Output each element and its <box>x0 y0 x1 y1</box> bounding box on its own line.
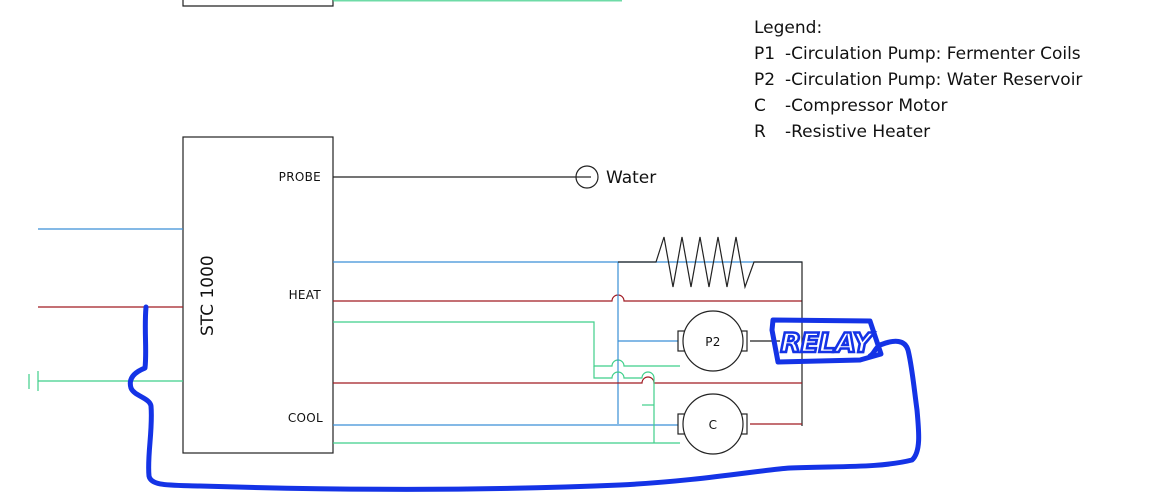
terminal-probe-label: PROBE <box>279 170 321 184</box>
stc1000-box <box>182 136 334 454</box>
legend-text-p2: -Circulation Pump: Water Reservoir <box>785 70 1082 90</box>
terminal-heat-label: HEAT <box>289 288 322 302</box>
controller-name: STC 1000 <box>198 255 218 336</box>
legend-text-p1: -Circulation Pump: Fermenter Coils <box>785 44 1081 64</box>
legend-code-c: C <box>754 96 766 116</box>
heat-red-wire <box>333 294 802 302</box>
relay-annotation-text: RELAY <box>780 328 874 359</box>
hand-drawn-relay-box <box>769 317 884 365</box>
legend-code-p1: P1 <box>754 44 775 64</box>
pump-label: P2 <box>705 335 720 349</box>
compressor-motor-icon <box>677 393 748 455</box>
legend-title: Legend: <box>754 18 822 38</box>
heat-green-wire <box>333 321 680 367</box>
cool-red-wire <box>333 376 802 384</box>
ground-icon <box>28 371 39 391</box>
terminal-cool-label: COOL <box>288 411 323 425</box>
hand-drawn-relay-loop <box>127 304 922 492</box>
probe-sensor-icon <box>575 165 599 189</box>
compressor-label: C <box>709 418 718 432</box>
resistive-heater-icon <box>618 236 803 426</box>
legend-text-r: -Resistive Heater <box>785 122 930 142</box>
legend-code-r: R <box>754 122 766 142</box>
pump-p2-motor-icon <box>677 310 748 372</box>
upper-box-edge <box>182 0 334 7</box>
legend-text-c: -Compressor Motor <box>785 96 947 116</box>
green-return-wire <box>593 366 655 443</box>
probe-target-label: Water <box>606 168 656 188</box>
legend: Legend: P1 -Circulation Pump: Fermenter … <box>754 18 1082 142</box>
legend-code-p2: P2 <box>754 70 775 90</box>
